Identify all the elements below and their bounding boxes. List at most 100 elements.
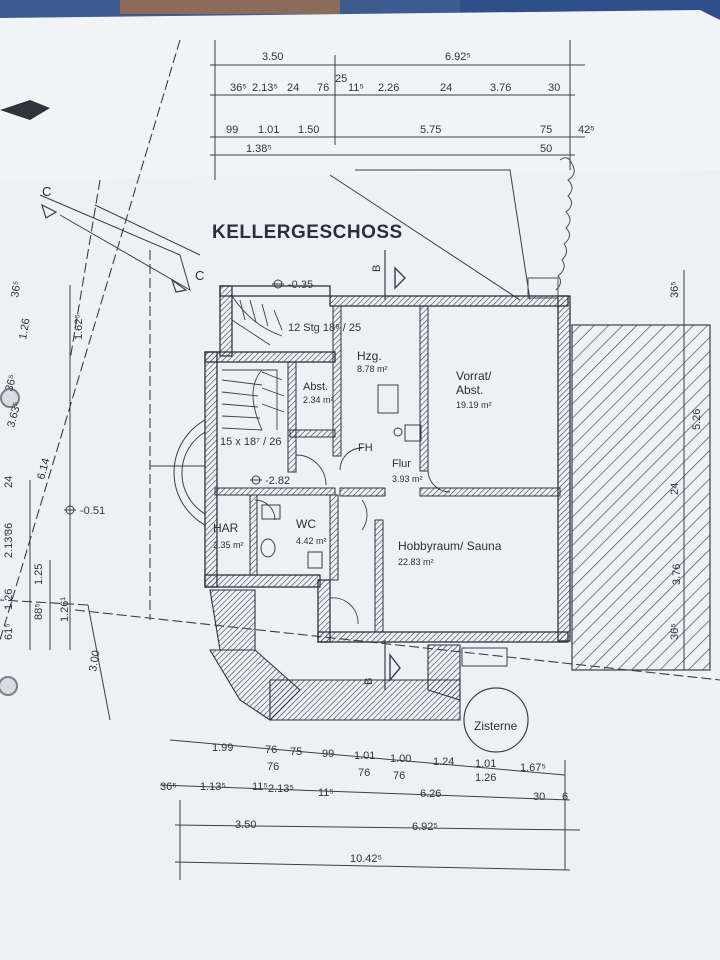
- roof-outline: [39, 169, 531, 301]
- room-vorrat-name2: Abst.: [456, 383, 483, 397]
- bottom-dim-row1: 1.24: [433, 756, 454, 768]
- top-dim-row3: 5.75: [420, 124, 441, 136]
- room-flur-area: 3.93 m²: [392, 474, 423, 484]
- room-hobby-area: 22.83 m²: [398, 557, 434, 567]
- plan-title: KELLERGESCHOSS: [212, 222, 403, 243]
- room-abst-area: 2.34 m²: [303, 395, 334, 405]
- upper-stair-label: 12 Stg 18⁸ / 25: [288, 322, 361, 334]
- light-well: [150, 419, 206, 526]
- right-dim: 3.76: [671, 564, 683, 585]
- bottom-dim-row2: 1.13⁵: [200, 781, 226, 793]
- top-dim-row1: 6.92⁵: [445, 51, 471, 63]
- right-dim: 5.26: [691, 409, 703, 430]
- right-dim: 36⁵: [669, 281, 681, 298]
- lower-stair-label: 15 x 18⁷ / 26: [220, 436, 281, 448]
- room-har-area: 2.35 m²: [213, 540, 244, 550]
- left-dim: 36⁵: [9, 280, 24, 299]
- top-dim-row2: 30: [548, 82, 560, 94]
- top-dim-row2: 76: [317, 82, 329, 94]
- svg-text:-0.35: -0.35: [288, 279, 313, 291]
- cistern: Zisterne: [463, 687, 529, 753]
- room-wc-area: 4.42 m²: [296, 536, 327, 546]
- hedge: [527, 157, 575, 299]
- bottom-dim-row1: 76: [265, 744, 277, 756]
- left-dim: 1.62⁵: [73, 314, 85, 340]
- left-dim: 3.00: [87, 649, 103, 672]
- bottom-dim-row1b: 76: [393, 770, 405, 782]
- left-dim: 1.25: [33, 564, 45, 585]
- svg-text:B: B: [371, 265, 383, 272]
- top-dim-row3: 42⁵: [578, 124, 595, 136]
- bottom-dim-row1: 75: [290, 746, 302, 758]
- bottom-dim-row1b: 1.26: [475, 772, 496, 784]
- room-wc-name: WC: [296, 517, 316, 531]
- left-dimension-lines: [29, 285, 111, 721]
- room-labels: Hzg. 8.78 m² Vorrat/ Abst. 19.19 m² Abst…: [213, 349, 502, 567]
- top-dim-row2: 25: [335, 73, 347, 85]
- fixtures: [260, 384, 422, 569]
- left-dim: 2.13⁵: [3, 532, 15, 558]
- left-dim: 88⁵: [33, 603, 45, 620]
- left-dim: 6.14: [35, 457, 52, 481]
- left-dim: 36⁵: [3, 373, 19, 392]
- bottom-dim-row1: 1.00: [390, 753, 411, 765]
- right-dim: 36⁵: [669, 623, 681, 640]
- left-dim: 61⁵: [3, 623, 15, 640]
- room-hzg-name: Hzg.: [357, 349, 382, 363]
- svg-text:Zisterne: Zisterne: [474, 719, 518, 733]
- room-vorrat-area: 19.19 m²: [456, 400, 492, 410]
- bottom-dim-row1b: 76: [358, 767, 370, 779]
- top-dim-row3: 1.01: [258, 124, 279, 136]
- room-hzg-area: 8.78 m²: [357, 364, 388, 374]
- section-marker-c: C C: [41, 184, 204, 293]
- top-dim-row2: 2.26: [378, 82, 399, 94]
- svg-text:-0.51: -0.51: [80, 505, 105, 517]
- bottom-dim-row1: 1.01: [354, 750, 375, 762]
- room-har-name: HAR: [213, 521, 239, 535]
- bottom-dim-row1b: 76: [267, 761, 279, 773]
- bottom-dim-row2: 6.26: [420, 788, 441, 800]
- left-dim: 24: [3, 476, 15, 488]
- left-dim: 36: [3, 523, 15, 535]
- bottom-dim-row2: 11⁵: [252, 781, 268, 793]
- bottom-dim-row2: 2.13⁵: [268, 783, 294, 795]
- top-dim-row3: 99: [226, 124, 238, 136]
- fh-label: FH: [358, 442, 373, 454]
- top-dimension-lines: [210, 40, 585, 180]
- terrace-hatched: [571, 324, 711, 671]
- right-dimensions: 36⁵ 5.26 24 3.76 36⁵: [669, 281, 703, 640]
- bottom-dimension-lines: [159, 739, 581, 880]
- bottom-dim-row1: 1.67⁵: [520, 762, 546, 774]
- lower-staircase: [221, 369, 285, 431]
- left-dim: 1.26: [3, 589, 15, 610]
- bottom-dim-row2: 36⁵: [160, 781, 177, 793]
- left-dim: 1.26: [17, 317, 33, 340]
- top-dim-row2: 3.76: [490, 82, 511, 94]
- svg-text:-2.82: -2.82: [265, 475, 290, 487]
- room-hobby-name: Hobbyraum/ Sauna: [398, 539, 502, 553]
- bottom-dim-row3: 6.92⁵: [412, 821, 438, 833]
- bottom-dim-row3: 3.50: [235, 819, 256, 831]
- top-dim-row1: 3.50: [262, 51, 283, 63]
- bottom-dim-row1: 1.01: [475, 758, 496, 770]
- top-dim-row3: 75: [540, 124, 552, 136]
- svg-text:C: C: [42, 184, 51, 199]
- room-flur-name: Flur: [392, 458, 411, 470]
- exterior-stair: [209, 589, 508, 721]
- top-dim-row2: 36⁵: [230, 82, 247, 94]
- room-abst-name: Abst.: [303, 381, 328, 393]
- bottom-dim-row1: 99: [322, 748, 334, 760]
- binder-rings: [0, 388, 20, 696]
- section-marker-b-top: B: [371, 250, 406, 300]
- room-vorrat-name: Vorrat/: [456, 369, 492, 383]
- building-walls: [204, 285, 571, 643]
- top-dim-row2: 2.13⁵: [252, 82, 278, 94]
- bottom-dim-row4: 10.42⁵: [350, 853, 382, 865]
- top-dim-row3b: 1.38⁵: [246, 143, 272, 155]
- right-dim: 24: [669, 483, 681, 495]
